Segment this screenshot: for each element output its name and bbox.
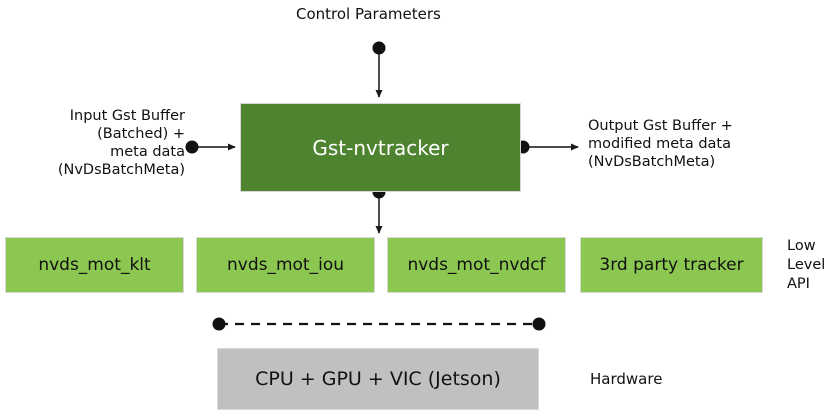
gst-nvtracker-block: Gst-nvtracker: [240, 103, 521, 192]
output-connector: [516, 140, 579, 154]
low-level-block-nvds-mot-klt: nvds_mot_klt: [5, 237, 184, 293]
hardware-label: Hardware: [590, 370, 663, 388]
input-connector: [185, 140, 236, 154]
low-level-connector: [372, 185, 386, 234]
hardware-block: CPU + GPU + VIC (Jetson): [217, 348, 539, 410]
control-parameters-label: Control Parameters: [296, 5, 441, 23]
low-level-api-label: Low Level API: [787, 238, 826, 292]
hardware-dashed-connector: [212, 317, 546, 331]
low-level-block-3rd-party-tracker: 3rd party tracker: [580, 237, 763, 293]
low-level-block-nvds-mot-nvdcf: nvds_mot_nvdcf: [387, 237, 566, 293]
output-buffer-label: Output Gst Buffer + modified meta data (…: [588, 118, 733, 170]
control-parameters-connector: [372, 41, 386, 98]
low-level-block-nvds-mot-iou: nvds_mot_iou: [196, 237, 375, 293]
input-buffer-label: Input Gst Buffer (Batched) + meta data (…: [57, 108, 185, 178]
